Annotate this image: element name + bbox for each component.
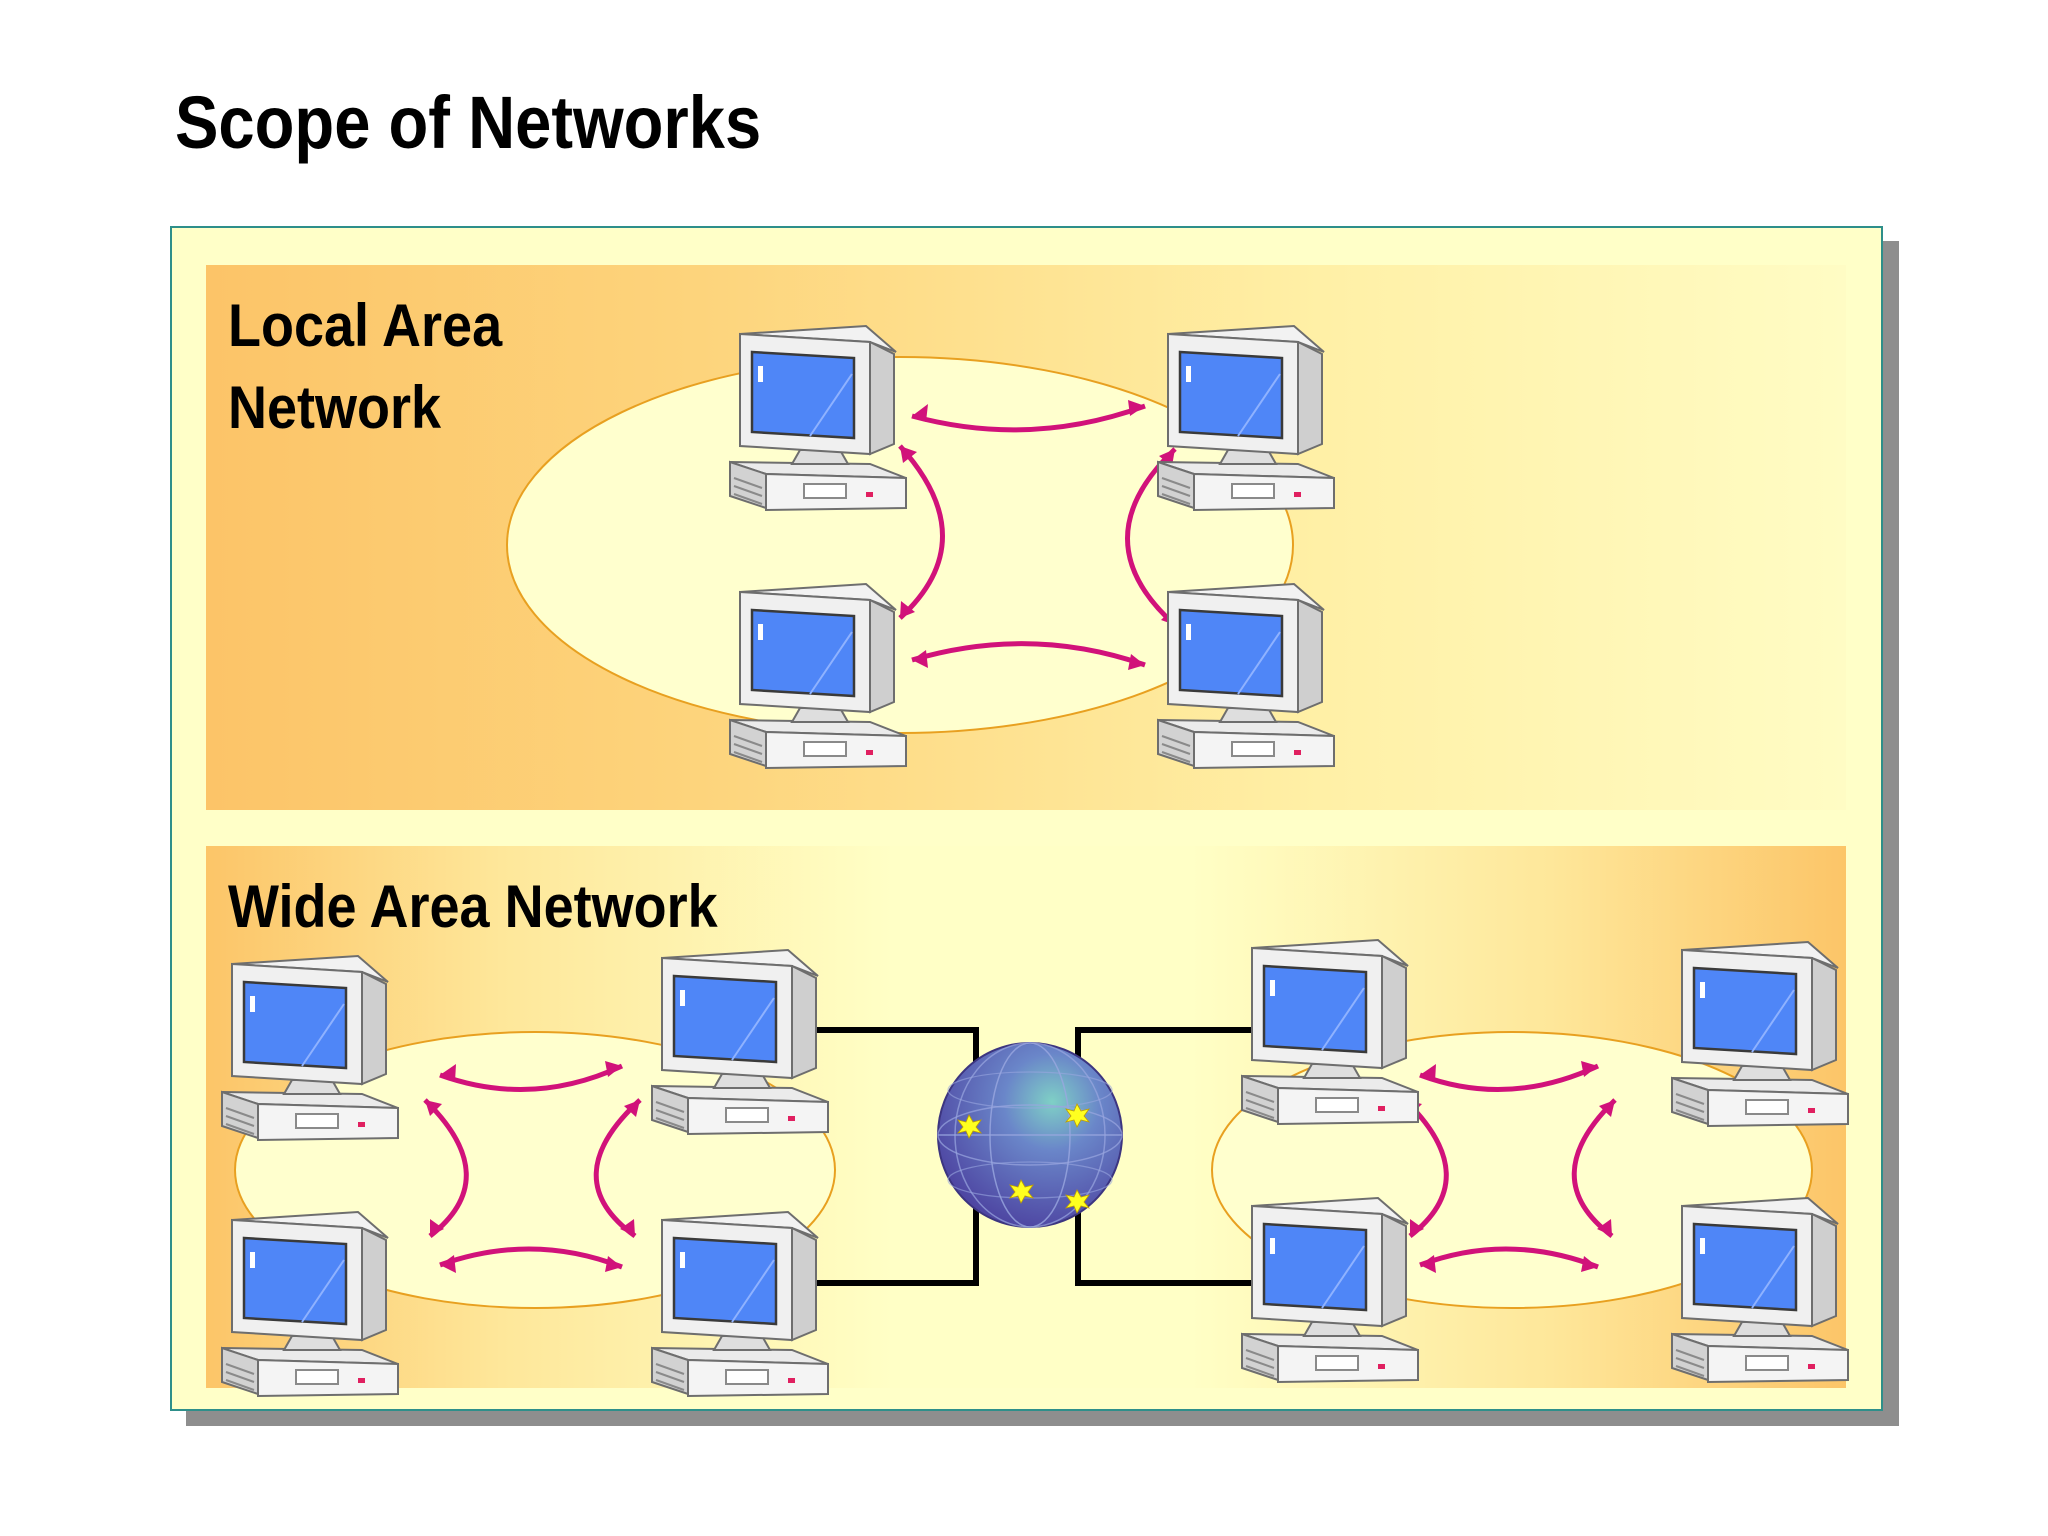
- wan-computer-4: [650, 1210, 830, 1398]
- lan-computer-3: [728, 582, 908, 770]
- lan-arrow-bottom: [911, 641, 1146, 668]
- wan-link-bottom-left: [810, 1180, 979, 1286]
- lan-title-line2: Network: [228, 374, 442, 441]
- lan-arrow-left: [898, 444, 945, 620]
- lan-computer-2: [1156, 324, 1336, 512]
- page-title: Scope of Networks: [175, 81, 762, 164]
- wan-computer-3: [220, 1210, 400, 1398]
- lan-computer-4: [1156, 582, 1336, 770]
- wan-computer-2: [650, 948, 830, 1136]
- wan-computer-8: [1670, 1196, 1850, 1384]
- lan-title-line1: Local Area: [228, 292, 503, 359]
- wan-computer-5: [1240, 938, 1420, 1126]
- lan-arrow-right: [1125, 447, 1177, 627]
- lan-arrow-top: [911, 403, 1146, 433]
- wan-computer-7: [1240, 1196, 1420, 1384]
- wan-title: Wide Area Network: [228, 873, 718, 940]
- wan-right-arrows: [1403, 1061, 1617, 1273]
- wan-computer-1: [220, 954, 400, 1142]
- lan-title: Local Area Network: [228, 285, 502, 449]
- lan-computer-1: [728, 324, 908, 512]
- wan-left-arrows: [423, 1061, 642, 1273]
- globe-icon: [937, 1042, 1123, 1228]
- wan-computer-6: [1670, 940, 1850, 1128]
